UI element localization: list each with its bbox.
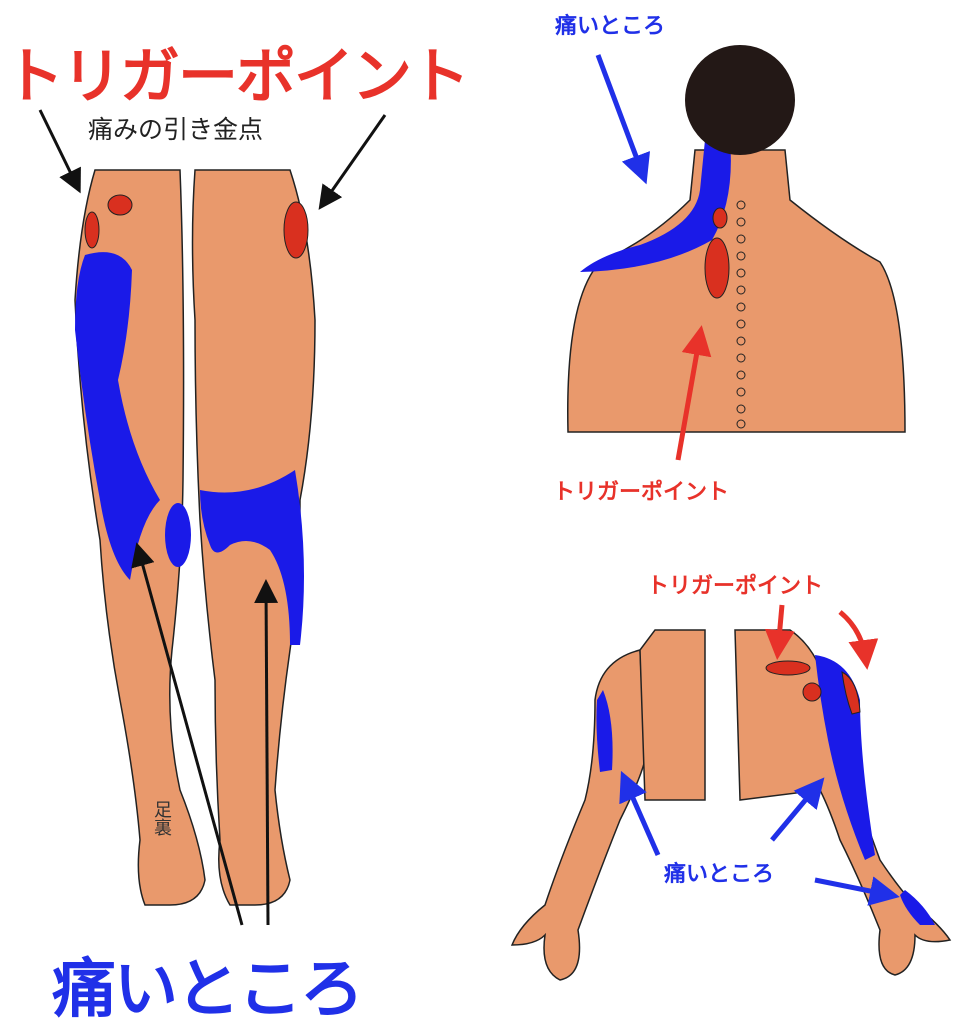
trigger-point — [283, 201, 309, 259]
back-pain-label: 痛いところ — [555, 14, 666, 39]
pain-area-upper-arm — [596, 690, 613, 772]
pain-area-knee — [200, 470, 304, 645]
legs-subtitle: 痛みの引き金点 — [88, 115, 264, 144]
trigger-point — [712, 207, 728, 229]
trigger-point — [704, 237, 730, 299]
pain-area-wrist — [900, 890, 935, 925]
arrow-icon — [838, 610, 879, 670]
trigger-point — [107, 194, 133, 216]
arrow-icon — [318, 114, 387, 210]
arrow-icon — [814, 876, 900, 906]
left-arm — [510, 649, 646, 981]
pain-area-thigh — [75, 252, 160, 580]
spine-dots — [736, 200, 746, 429]
arrow-icon — [764, 604, 795, 660]
arrow-icon — [675, 325, 712, 461]
legs-pain-label: 痛いところ — [52, 953, 364, 1027]
arrow-icon — [619, 770, 661, 857]
left-torso — [639, 629, 706, 801]
arrow-icon — [131, 542, 244, 926]
legs-trigger-title: トリガーポイント — [4, 42, 470, 112]
trigger-point — [84, 211, 100, 249]
trigger-point — [841, 671, 861, 715]
arrow-icon — [38, 109, 81, 194]
arms-pain-label: 痛いところ — [664, 862, 775, 887]
pain-area-knee-inner — [165, 503, 191, 567]
pain-area-neck — [580, 140, 731, 272]
back-torso — [567, 149, 906, 433]
arms-trigger-label: トリガーポイント — [647, 574, 824, 599]
trigger-point — [765, 660, 811, 676]
trigger-point — [802, 682, 822, 702]
arrow-icon — [595, 54, 651, 185]
arrow-icon — [254, 579, 279, 926]
sole-label: 足裏 — [151, 800, 172, 836]
arrow-icon — [770, 777, 825, 842]
head — [685, 45, 795, 155]
back-trigger-label: トリガーポイント — [553, 480, 730, 505]
